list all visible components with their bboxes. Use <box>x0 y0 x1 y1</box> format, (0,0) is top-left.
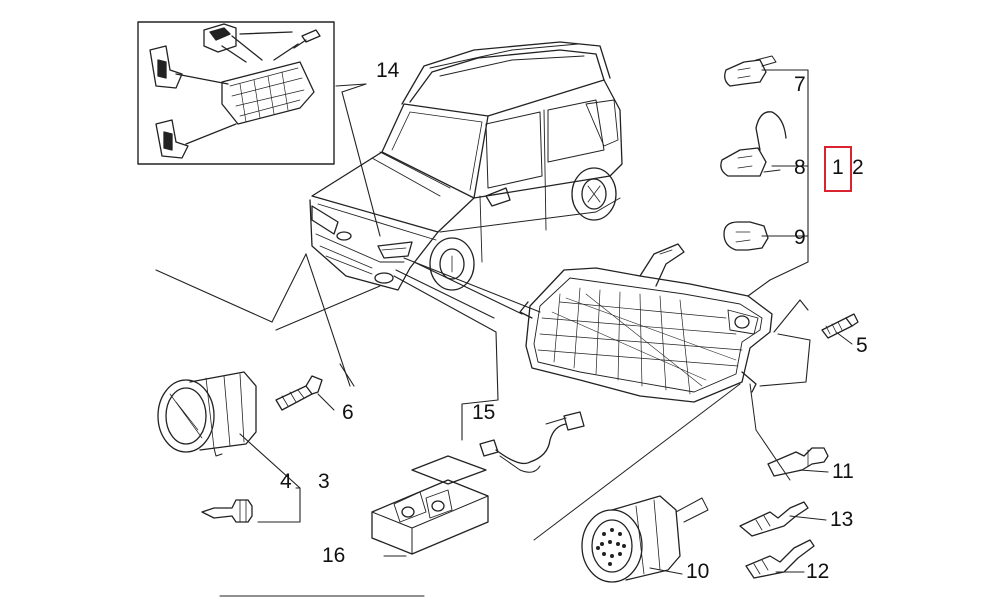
vehicle-outline <box>309 41 623 291</box>
bulb-8-wire <box>755 111 787 151</box>
fog-bulb-4 <box>201 499 253 523</box>
terminal-12 <box>745 539 815 579</box>
screw-5 <box>821 313 859 345</box>
vehicle-fog-lamp <box>374 272 394 284</box>
headlamp-assembly <box>519 243 773 403</box>
callout-10: 10 <box>686 560 710 583</box>
callout-4: 4 <box>280 470 292 493</box>
connector-10 <box>581 495 709 583</box>
vehicle-headlamp-left <box>311 205 339 235</box>
callout-1: 1 <box>832 156 844 179</box>
callout-6: 6 <box>342 401 354 424</box>
callout-3: 3 <box>318 470 330 493</box>
side-marker-lamp <box>221 61 315 125</box>
callout-15: 15 <box>472 401 496 424</box>
vehicle-rear-wheel <box>571 167 617 221</box>
callout-2: 2 <box>852 156 864 179</box>
callout-7: 7 <box>794 73 806 96</box>
clip-lower-left <box>155 119 189 159</box>
bracket-bulbs <box>747 69 809 297</box>
callout-12: 12 <box>806 560 830 583</box>
inset-screw <box>293 29 321 49</box>
callout-9: 9 <box>794 226 806 249</box>
callout-16: 16 <box>322 544 346 567</box>
bulb-7 <box>724 55 777 87</box>
vehicle-front-wheel <box>429 237 475 291</box>
callout-8: 8 <box>794 156 806 179</box>
inset-side-marker-group <box>137 21 335 165</box>
terminal-13 <box>739 501 809 537</box>
bulb-9 <box>723 221 769 251</box>
headlamp-bracket <box>639 243 685 287</box>
callout-13: 13 <box>830 508 854 531</box>
pointer-lines <box>155 83 541 597</box>
callout-11: 11 <box>832 460 854 483</box>
inset-frame <box>137 21 335 165</box>
clip-upper-left <box>149 45 183 89</box>
vehicle-headlamp-right <box>377 241 413 259</box>
callout-14: 14 <box>376 59 400 82</box>
fog-lamp <box>157 371 257 457</box>
wiring-harness-15 <box>479 411 585 473</box>
highlight-box-1 <box>824 146 852 192</box>
pin-11 <box>767 447 829 477</box>
bulb-8 <box>720 111 787 177</box>
bulb-kit-box-16 <box>371 455 489 555</box>
screw-6 <box>275 375 323 411</box>
clip-top-center <box>203 23 237 53</box>
callout-5: 5 <box>856 334 868 357</box>
